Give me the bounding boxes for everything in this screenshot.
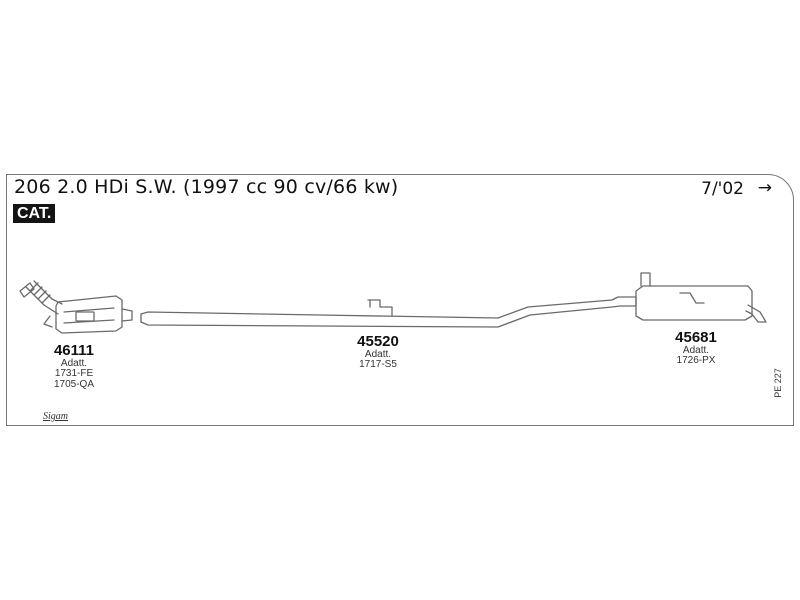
part-number: 45681 bbox=[675, 329, 717, 346]
part-number: 45520 bbox=[357, 333, 399, 350]
catalytic-converter-icon bbox=[19, 280, 133, 334]
part-code: 1726-PX bbox=[676, 355, 716, 367]
part-label-middle-pipe: 45520 Adatt. 1717-S5 bbox=[338, 334, 418, 371]
cat-badge: CAT. bbox=[13, 204, 56, 223]
part-adapter-label: Adatt. bbox=[682, 344, 710, 356]
page-code: PE 227 bbox=[773, 368, 783, 398]
part-code: 1717-S5 bbox=[359, 359, 397, 371]
part-adapter-label: Adatt. bbox=[364, 348, 392, 360]
part-adapter-label: Adatt. bbox=[60, 357, 88, 369]
arrow-right-icon: → bbox=[757, 178, 772, 198]
part-code: 1705-QA bbox=[53, 378, 95, 390]
brand-logo: Sigam bbox=[43, 411, 68, 422]
model-date: 7/'02 bbox=[701, 179, 744, 199]
part-label-catalytic: 46111 Adatt. 1731-FE 1705-QA bbox=[34, 343, 114, 390]
vehicle-title: 206 2.0 HDi S.W. (1997 cc 90 cv/66 kw) bbox=[14, 176, 399, 198]
part-number: 46111 bbox=[53, 342, 95, 359]
part-label-rear-silencer: 45681 Adatt. 1726-PX bbox=[656, 330, 736, 367]
diagram-frame bbox=[6, 174, 794, 426]
rear-silencer-icon bbox=[623, 272, 767, 323]
part-code: 1731-FE bbox=[54, 368, 94, 380]
middle-pipe-icon bbox=[140, 296, 625, 328]
